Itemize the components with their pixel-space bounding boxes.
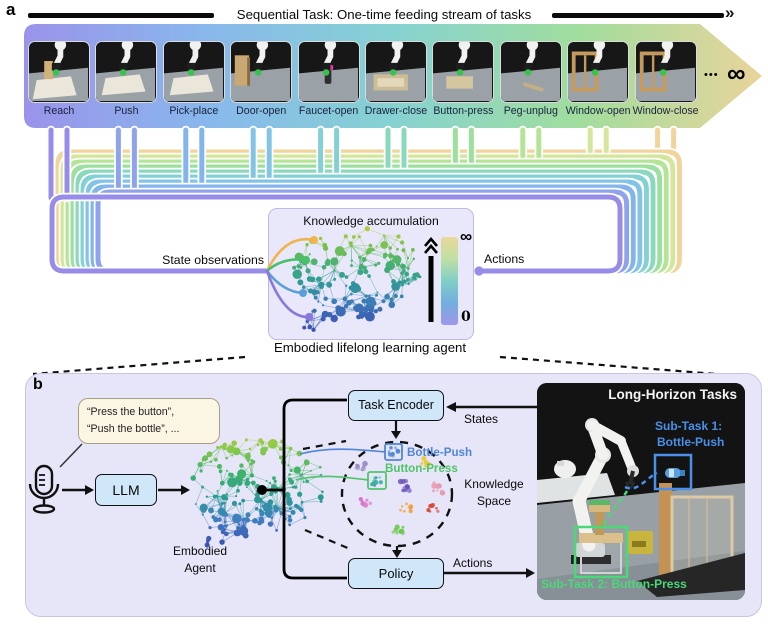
mini-robot-arm <box>51 42 67 76</box>
ellipsis-icon: ••• <box>704 69 719 81</box>
task-label: Reach <box>43 105 75 117</box>
panel-b-label: b <box>33 376 43 393</box>
slide-track <box>637 553 745 597</box>
title-arrowhead-icon: » <box>725 3 735 22</box>
actions-label-b: Actions <box>453 556 493 570</box>
state-observations-label: State observations <box>162 253 264 267</box>
embodied-caption-line1: Embodied <box>172 544 228 558</box>
robot-arm <box>571 418 639 564</box>
title-rule-right <box>552 13 724 18</box>
task-label: Door-open <box>236 105 287 117</box>
sequential-task-title: Sequential Task: One-time feeding stream… <box>236 7 532 22</box>
knowledge-space-label-line2: Space <box>476 494 512 508</box>
infinity-icon: ∞ <box>727 58 746 88</box>
llm-box: LLM <box>95 474 157 506</box>
colorbar-zero-label: 0 <box>461 309 471 325</box>
policy-box: Policy <box>348 558 444 589</box>
title-rule-left <box>28 13 214 18</box>
states-label: States <box>464 412 499 426</box>
task-thumbnail-window <box>567 41 630 103</box>
panel-a-label: a <box>6 0 16 19</box>
embodied-agent-caption: Embodied lifelong learning agent <box>273 340 467 355</box>
speech-bubble: “Press the button”, “Push the bottle”, .… <box>78 398 220 444</box>
task-label: Button-press <box>433 105 494 117</box>
task-thumbnail-button <box>432 41 495 103</box>
button-trajectory-dashes <box>599 490 629 530</box>
task-thumbnail-door <box>230 41 293 103</box>
knowledge-colorbar <box>441 237 458 325</box>
subtask2-bounding-box <box>573 525 629 579</box>
mini-robot-arm <box>254 42 269 76</box>
subtask1-label-line1: Sub-Task 1: <box>655 419 723 433</box>
task-thumbnail-pad <box>95 41 158 103</box>
task-thumbnail-drawer <box>365 41 427 103</box>
bottle-push-label: Bottle-Push <box>407 446 473 459</box>
speech-line-2: “Push the bottle”, ... <box>87 423 180 435</box>
button-press-label: Button-Press <box>385 462 458 475</box>
task-encoder-box: Task Encoder <box>348 390 444 421</box>
robot-scene <box>537 383 745 600</box>
task-thumbnail-pad <box>162 41 225 103</box>
task-label: Push <box>114 105 139 117</box>
knowledge-space-label-line1: Knowledge <box>464 477 524 491</box>
subtask2-label: Sub-Task 2: Button-Press <box>541 577 687 591</box>
mini-robot-arm <box>456 42 471 76</box>
photo-title: Long-Horizon Tasks <box>608 387 737 402</box>
wooden-post <box>659 483 672 579</box>
task-thumbnail-faucet <box>297 41 360 103</box>
task-thumbnail-peg <box>499 41 562 103</box>
task-label: Peg-unplug <box>503 105 558 117</box>
embodied-caption-line2: Agent <box>184 561 216 575</box>
mini-robot-arm <box>119 42 134 76</box>
mini-robot-arm <box>388 42 404 76</box>
actions-label-a: Actions <box>484 252 525 266</box>
task-label: Drawer-close <box>364 105 428 117</box>
task-thumbnail-row: Reach Push Pick-place Door-open Faucet-open D… <box>0 0 768 130</box>
long-horizon-photo: Long-Horizon Tasks Sub-Task 1: Bottle-Pu… <box>537 383 745 600</box>
knowledge-box-title: Knowledge accumulation <box>303 214 439 228</box>
task-thumbnail-window <box>634 41 697 103</box>
mini-robot-arm <box>591 42 606 76</box>
task-thumbnail-block <box>28 41 90 103</box>
task-label: Faucet-open <box>298 105 359 117</box>
mini-robot-arm <box>523 42 538 76</box>
bottle-trajectory-dashes <box>624 471 658 490</box>
bottle <box>665 468 685 478</box>
knowledge-accumulation-box: Knowledge accumulation ∞ 0 <box>268 208 474 340</box>
mini-robot-arm <box>658 42 673 76</box>
task-label: Window-close <box>632 105 699 117</box>
colorbar-infinity-label: ∞ <box>460 227 473 246</box>
mini-robot-arm <box>321 42 336 76</box>
task-label: Window-open <box>565 105 631 117</box>
actions-line-dot <box>474 266 484 276</box>
mini-robot-arm <box>186 42 201 76</box>
task-label: Pick-place <box>169 105 219 117</box>
button-stand <box>579 500 623 574</box>
subtask1-label-line2: Bottle-Push <box>657 435 725 449</box>
speech-line-1: “Press the button”, <box>87 406 175 418</box>
subtask1-bounding-box <box>653 453 693 491</box>
